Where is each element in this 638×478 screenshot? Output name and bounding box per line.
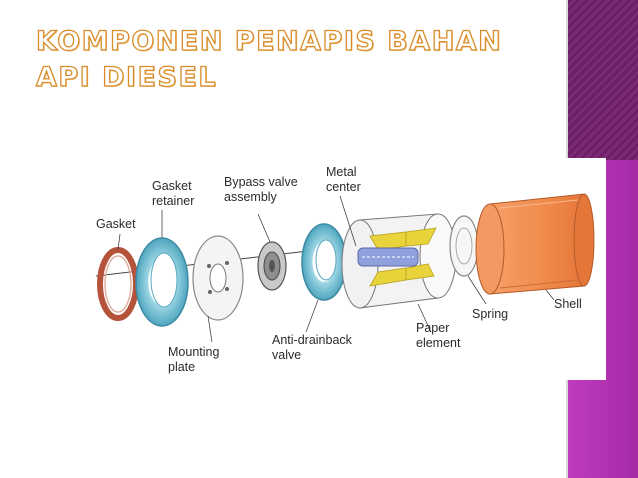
- label-metal-line1: Metal: [326, 165, 357, 179]
- bypass-valve-assembly: [257, 241, 287, 291]
- slide-title: KOMPONEN PENAPIS BAHAN API DIESEL: [35, 24, 556, 96]
- label-gasket: Gasket: [96, 217, 136, 231]
- gasket-retainer: [135, 237, 189, 327]
- label-gasket-retainer-line2: retainer: [152, 194, 194, 208]
- mounting-plate: [192, 235, 244, 321]
- gasket-ring: [97, 247, 139, 321]
- label-bypass-line2: assembly: [224, 190, 278, 204]
- label-bypass-line1: Bypass valve: [224, 175, 298, 189]
- spring: [449, 215, 479, 277]
- label-paper-line2: element: [416, 336, 461, 350]
- label-antidrain-line1: Anti-drainback: [272, 333, 353, 347]
- title-line-1: KOMPONEN PENAPIS BAHAN: [35, 25, 503, 57]
- label-mounting-line1: Mounting: [168, 345, 219, 359]
- title-line-2: API DIESEL: [35, 61, 218, 93]
- label-paper-line1: Paper: [416, 321, 449, 335]
- side-decoration-pattern: [568, 0, 638, 160]
- fuel-filter-exploded-diagram: Gasket Gasket retainer Bypass valve asse…: [88, 158, 606, 380]
- leader-lines: [117, 195, 555, 343]
- paper-element: [341, 213, 457, 309]
- label-antidrain-line2: valve: [272, 348, 301, 362]
- label-mounting-line2: plate: [168, 360, 195, 374]
- shell: [475, 193, 595, 295]
- anti-drainback-valve: [301, 223, 347, 301]
- diagram-drawing: Gasket Gasket retainer Bypass valve asse…: [95, 165, 595, 374]
- label-shell: Shell: [554, 297, 582, 311]
- label-metal-line2: center: [326, 180, 361, 194]
- label-spring: Spring: [472, 307, 508, 321]
- label-gasket-retainer-line1: Gasket: [152, 179, 192, 193]
